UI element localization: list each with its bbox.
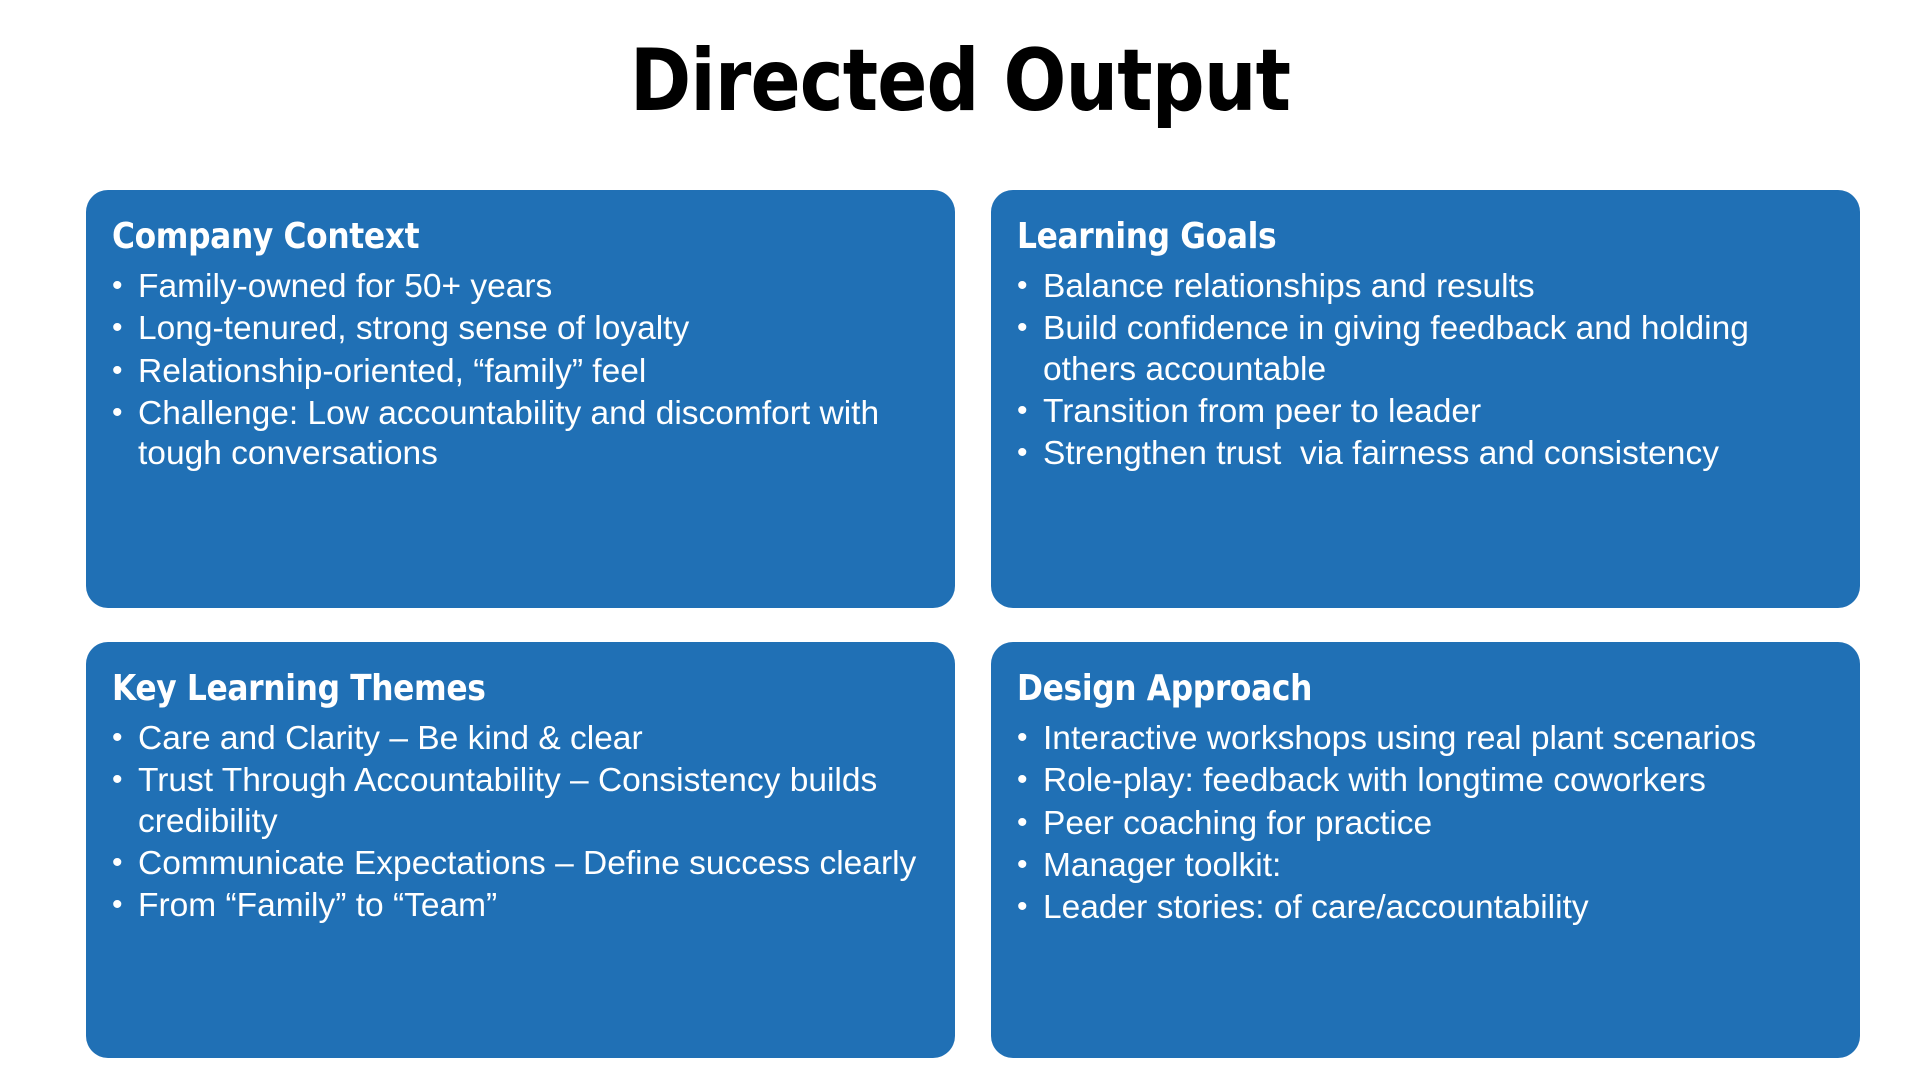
card-grid: Company Context • Family-owned for 50+ y… — [86, 190, 1876, 1058]
bullet-icon: • — [1017, 763, 1028, 797]
list-item: • Communicate Expectations – Define succ… — [112, 844, 925, 884]
list-item-text: Role-play: feedback with longtime cowork… — [1043, 762, 1706, 800]
list-item: • Care and Clarity – Be kind & clear — [112, 719, 925, 759]
list-item-text: Interactive workshops using real plant s… — [1043, 719, 1757, 757]
list-item-text: Challenge: Low accountability and discom… — [138, 394, 889, 473]
list-item: • Manager toolkit: — [1017, 846, 1830, 886]
list-item-text: Transition from peer to leader — [1043, 392, 1482, 430]
list-item-text: Family-owned for 50+ years — [138, 267, 553, 305]
bullet-icon: • — [112, 311, 123, 345]
list-item-text: Leader stories: of care/accountability — [1043, 889, 1589, 927]
bullet-icon: • — [1017, 311, 1028, 345]
card-heading: Design Approach — [1017, 668, 1313, 709]
list-item-text: Care and Clarity – Be kind & clear — [138, 719, 643, 757]
bullet-icon: • — [1017, 268, 1028, 302]
bullet-icon: • — [112, 395, 123, 429]
bullet-icon: • — [1017, 890, 1028, 924]
list-item-text: Communicate Expectations – Define succes… — [138, 844, 917, 882]
bullet-list: • Interactive workshops using real plant… — [1017, 719, 1830, 929]
list-item: • Family-owned for 50+ years — [112, 267, 925, 307]
card-heading: Learning Goals — [1017, 216, 1277, 257]
bullet-list: • Care and Clarity – Be kind & clear • T… — [112, 719, 925, 927]
card-heading: Key Learning Themes — [112, 668, 486, 709]
bullet-icon: • — [1017, 720, 1028, 754]
bullet-icon: • — [112, 720, 123, 754]
list-item-text: Build confidence in giving feedback and … — [1043, 310, 1759, 388]
list-item: • Challenge: Low accountability and disc… — [112, 394, 925, 475]
bullet-list: • Balance relationships and results • Bu… — [1017, 267, 1830, 475]
list-item: • Peer coaching for practice — [1017, 804, 1830, 844]
card-learning-goals: Learning Goals • Balance relationships a… — [991, 190, 1860, 608]
list-item: • Interactive workshops using real plant… — [1017, 719, 1830, 759]
bullet-icon: • — [112, 268, 123, 302]
list-item: • Transition from peer to leader — [1017, 392, 1830, 432]
bullet-icon: • — [112, 763, 123, 797]
card-design-approach: Design Approach • Interactive workshops … — [991, 642, 1860, 1058]
bullet-icon: • — [112, 353, 123, 387]
bullet-icon: • — [112, 888, 123, 922]
list-item-text: Balance relationships and results — [1043, 267, 1535, 305]
bullet-icon: • — [1017, 805, 1028, 839]
list-item-text: Peer coaching for practice — [1043, 804, 1433, 842]
bullet-icon: • — [1017, 847, 1028, 881]
list-item: • Build confidence in giving feedback an… — [1017, 309, 1830, 390]
list-item-text: Manager toolkit: — [1043, 846, 1282, 884]
card-heading: Company Context — [112, 216, 420, 257]
list-item-text: Strengthen trust via fairness and consis… — [1043, 435, 1719, 473]
list-item: • Relationship-oriented, “family” feel — [112, 352, 925, 392]
list-item: • Long-tenured, strong sense of loyalty — [112, 309, 925, 349]
list-item-text: Relationship-oriented, “family” feel — [138, 352, 647, 390]
list-item: • Trust Through Accountability – Consist… — [112, 761, 925, 842]
list-item: • Leader stories: of care/accountability — [1017, 888, 1830, 928]
list-item-text: Trust Through Accountability – Consisten… — [138, 762, 887, 840]
card-company-context: Company Context • Family-owned for 50+ y… — [86, 190, 955, 608]
list-item-text: Long-tenured, strong sense of loyalty — [138, 310, 690, 348]
list-item: • From “Family” to “Team” — [112, 886, 925, 926]
bullet-icon: • — [1017, 393, 1028, 427]
list-item: • Role-play: feedback with longtime cowo… — [1017, 761, 1830, 801]
list-item: • Strengthen trust via fairness and cons… — [1017, 434, 1830, 474]
list-item: • Balance relationships and results — [1017, 267, 1830, 307]
list-item-text: From “Family” to “Team” — [138, 887, 498, 925]
card-key-learning-themes: Key Learning Themes • Care and Clarity –… — [86, 642, 955, 1058]
bullet-list: • Family-owned for 50+ years • Long-tenu… — [112, 267, 925, 475]
bullet-icon: • — [112, 845, 123, 879]
bullet-icon: • — [1017, 436, 1028, 470]
page-title: Directed Output — [629, 31, 1291, 131]
